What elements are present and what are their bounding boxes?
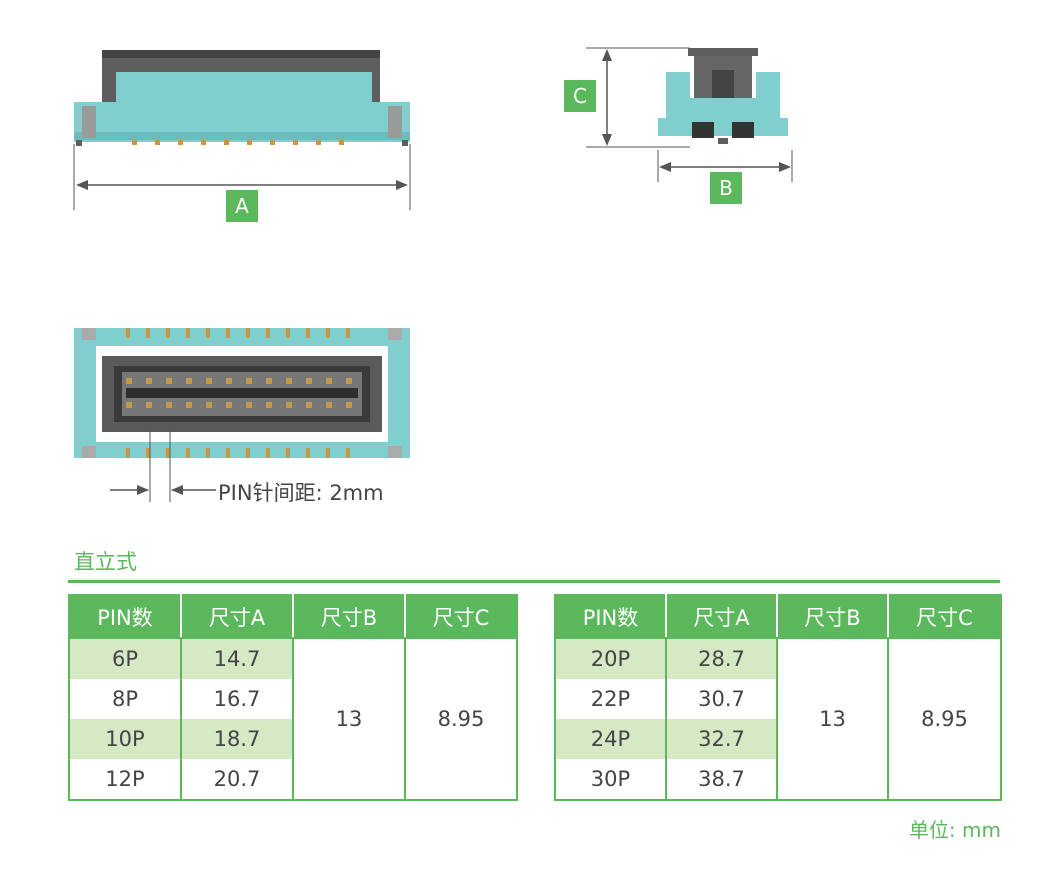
table-row: 10P 18.7 xyxy=(68,719,517,759)
spec-table-right: PIN数 尺寸A 尺寸B 尺寸C 20P 28.7 13 8.95 22P 30… xyxy=(554,594,1002,801)
size-a-cell: 20.7 xyxy=(180,759,294,801)
table-header-row: PIN数 尺寸A 尺寸B 尺寸C xyxy=(554,594,1002,639)
section-divider xyxy=(68,580,1000,583)
size-a-cell: 18.7 xyxy=(180,719,294,759)
size-a-cell: 16.7 xyxy=(180,679,294,719)
top-view-drawing xyxy=(74,328,410,502)
header-pin: PIN数 xyxy=(554,594,667,639)
table-row: 24P 32.7 xyxy=(554,719,1001,759)
pin-count-cell: 24P xyxy=(554,719,667,759)
spec-table-left: PIN数 尺寸A 尺寸B 尺寸C 6P 14.7 13 8.95 8P 16.7… xyxy=(68,594,518,801)
header-size-c: 尺寸C xyxy=(887,594,1002,639)
table-row: 22P 30.7 xyxy=(554,679,1001,719)
size-a-cell: 14.7 xyxy=(180,638,294,679)
size-c-cell: 8.95 xyxy=(887,637,1002,801)
size-a-cell: 32.7 xyxy=(665,719,778,759)
side-view-drawing xyxy=(586,47,793,182)
pin-count-cell: 22P xyxy=(554,679,667,719)
table-row: 6P 14.7 13 8.95 xyxy=(68,637,518,801)
header-pin: PIN数 xyxy=(68,594,182,639)
table-row: 12P 20.7 xyxy=(68,759,517,801)
pin-pitch-label: PIN针间距: 2mm xyxy=(218,481,384,505)
dimension-b-badge: B xyxy=(710,172,742,204)
header-size-b: 尺寸B xyxy=(292,594,406,639)
dimension-a-badge: A xyxy=(226,190,258,222)
pin-count-cell: 8P xyxy=(68,679,182,719)
size-a-cell: 28.7 xyxy=(665,638,778,679)
header-size-a: 尺寸A xyxy=(665,594,778,639)
unit-label: 单位: mm xyxy=(908,818,1001,842)
table-row: 8P 16.7 xyxy=(68,679,517,719)
pin-count-cell: 6P xyxy=(68,638,182,679)
table-header-row: PIN数 尺寸A 尺寸B 尺寸C xyxy=(68,594,518,639)
pin-count-cell: 10P xyxy=(68,719,182,759)
size-b-cell: 13 xyxy=(776,637,889,801)
size-c-cell: 8.95 xyxy=(404,637,518,801)
pin-count-cell: 30P xyxy=(554,759,667,801)
section-title: 直立式 xyxy=(74,550,137,574)
header-size-a: 尺寸A xyxy=(180,594,294,639)
size-a-cell: 38.7 xyxy=(665,759,778,801)
front-view-drawing xyxy=(73,50,411,210)
table-row: 30P 38.7 xyxy=(554,759,1001,801)
table-row: 20P 28.7 13 8.95 xyxy=(554,637,1002,801)
size-b-cell: 13 xyxy=(292,637,406,801)
pin-count-cell: 12P xyxy=(68,759,182,801)
size-a-cell: 30.7 xyxy=(665,679,778,719)
dimension-c-badge: C xyxy=(564,80,596,112)
header-size-c: 尺寸C xyxy=(404,594,518,639)
pin-count-cell: 20P xyxy=(554,638,667,679)
header-size-b: 尺寸B xyxy=(776,594,889,639)
